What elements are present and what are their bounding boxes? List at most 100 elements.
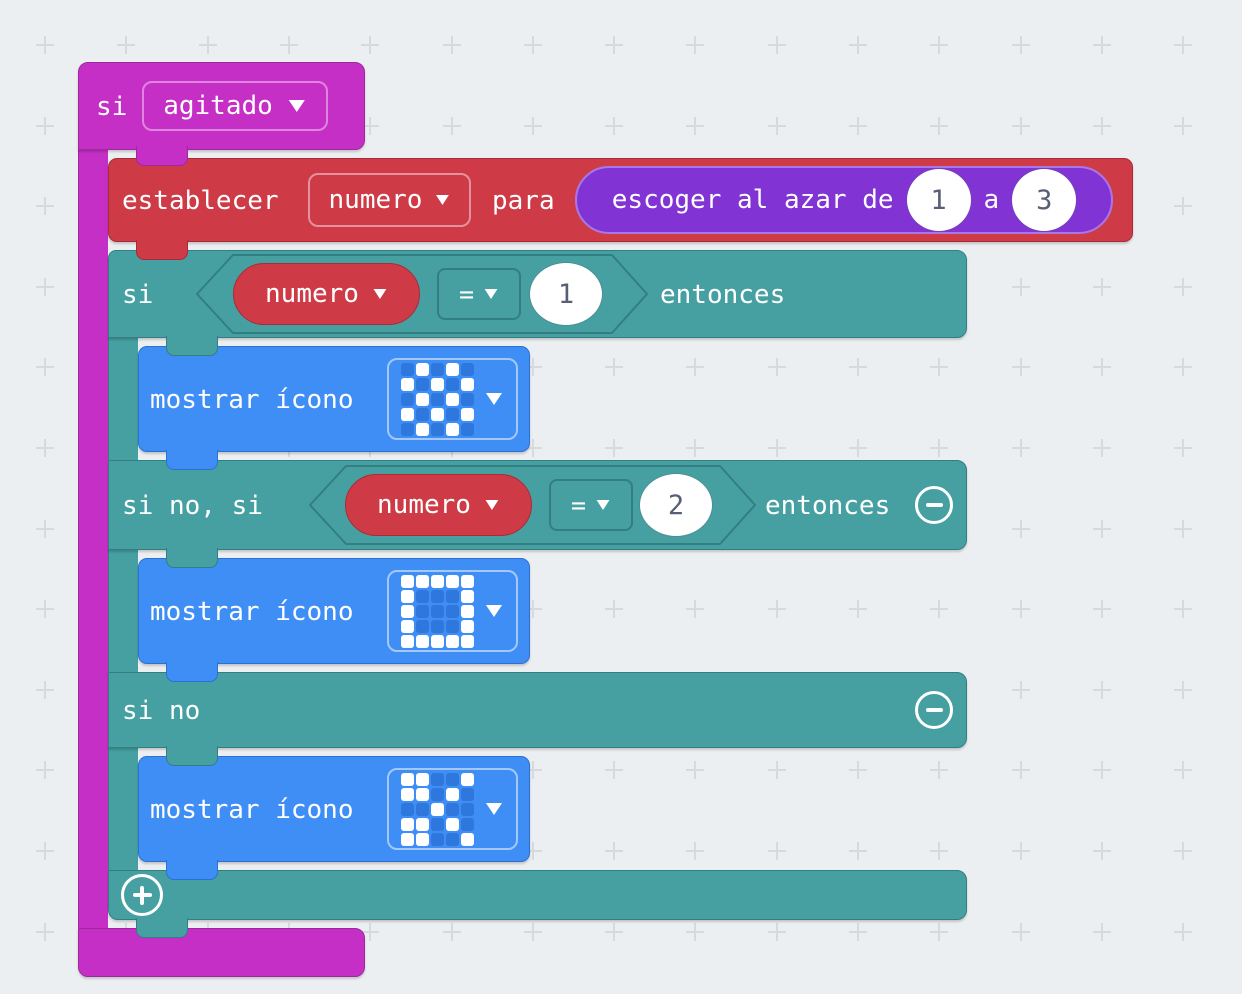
led-on-cell (461, 619, 474, 633)
led-on-cell (461, 574, 474, 588)
led-on-cell (431, 634, 444, 648)
led-off-cell (446, 802, 459, 816)
led-off-cell (431, 604, 444, 618)
remove-branch-button[interactable] (915, 691, 953, 729)
led-on-cell (431, 407, 444, 421)
if-block-spine[interactable] (108, 330, 138, 882)
led-on-cell (461, 407, 474, 421)
led-off-cell (461, 362, 474, 376)
operator-dropdown[interactable]: = (549, 479, 633, 531)
led-on-cell (446, 817, 459, 831)
led-off-cell (446, 407, 459, 421)
led-off-cell (401, 392, 414, 406)
led-on-cell (416, 634, 429, 648)
led-on-cell (401, 574, 414, 588)
comparison-value-input[interactable]: 1 (530, 263, 602, 325)
led-off-cell (431, 589, 444, 603)
led-on-cell (431, 802, 444, 816)
operator-value: = (458, 279, 475, 309)
led-on-cell (401, 407, 414, 421)
operator-dropdown[interactable]: = (437, 268, 521, 320)
led-on-cell (461, 832, 474, 846)
led-on-cell (416, 362, 429, 376)
comparison-value-input[interactable]: 2 (640, 474, 712, 536)
elseif-row[interactable] (108, 460, 967, 550)
led-off-cell (431, 422, 444, 436)
led-on-cell (446, 422, 459, 436)
icon-dropdown[interactable] (387, 570, 518, 652)
led-off-cell (446, 589, 459, 603)
led-off-cell (431, 392, 444, 406)
led-on-cell (461, 772, 474, 786)
led-on-cell (401, 604, 414, 618)
variable-pill[interactable]: numero (233, 263, 420, 325)
led-off-cell (431, 619, 444, 633)
led-off-cell (446, 772, 459, 786)
operator-value: = (570, 490, 587, 520)
led-on-cell (461, 604, 474, 618)
led-off-cell (461, 802, 474, 816)
connector-tab (166, 662, 218, 682)
if-block-footer[interactable] (108, 870, 967, 920)
led-off-cell (446, 604, 459, 618)
on-shake-block-spine[interactable] (78, 146, 108, 932)
led-off-cell (431, 817, 444, 831)
led-on-cell (416, 817, 429, 831)
variable-pill-label: numero (265, 279, 359, 309)
random-to-value[interactable]: 3 (1012, 169, 1077, 231)
led-off-cell (431, 832, 444, 846)
led-on-cell (446, 787, 459, 801)
led-on-cell (446, 574, 459, 588)
connector-tab (166, 336, 218, 356)
connector-tab (166, 450, 218, 470)
variable-pill-label: numero (377, 490, 471, 520)
connector-tab (166, 548, 218, 568)
plus-circle-icon (140, 885, 144, 905)
led-grid-square (401, 574, 474, 648)
on-shake-block[interactable] (78, 62, 365, 150)
led-on-cell (431, 574, 444, 588)
shake-gesture-dropdown[interactable]: agitado (142, 81, 328, 131)
remove-branch-button[interactable] (915, 486, 953, 524)
on-shake-block-foot[interactable] (78, 928, 365, 977)
led-off-cell (431, 787, 444, 801)
chevron-down-icon (485, 392, 503, 405)
connector-tab (166, 860, 218, 880)
led-off-cell (446, 832, 459, 846)
connector-tab (136, 240, 188, 260)
random-connector: a (983, 185, 1000, 215)
chevron-down-icon (485, 802, 503, 815)
pick-random-block[interactable]: escoger al azar de 1 a 3 (575, 166, 1113, 234)
icon-dropdown[interactable] (387, 358, 518, 440)
led-on-cell (401, 634, 414, 648)
led-off-cell (416, 619, 429, 633)
led-on-cell (461, 377, 474, 391)
led-on-cell (461, 589, 474, 603)
led-on-cell (401, 619, 414, 633)
else-row[interactable] (108, 672, 967, 748)
random-from-value[interactable]: 1 (906, 169, 971, 231)
led-off-cell (431, 772, 444, 786)
led-off-cell (401, 802, 414, 816)
led-on-cell (401, 772, 414, 786)
led-off-cell (401, 422, 414, 436)
variable-dropdown[interactable]: numero (308, 173, 471, 227)
led-on-cell (461, 634, 474, 648)
variable-pill[interactable]: numero (345, 474, 532, 536)
chevron-down-icon (485, 499, 499, 511)
led-on-cell (446, 634, 459, 648)
led-off-cell (446, 619, 459, 633)
led-on-cell (416, 422, 429, 436)
add-branch-button[interactable] (121, 874, 163, 916)
led-off-cell (461, 817, 474, 831)
chevron-down-icon (484, 288, 498, 300)
chevron-down-icon (485, 604, 503, 617)
minus-circle-icon (925, 503, 943, 507)
icon-dropdown[interactable] (387, 768, 518, 850)
led-off-cell (461, 422, 474, 436)
minus-circle-icon (925, 708, 943, 712)
connector-tab (136, 918, 188, 938)
connector-tab (166, 746, 218, 766)
led-on-cell (416, 832, 429, 846)
